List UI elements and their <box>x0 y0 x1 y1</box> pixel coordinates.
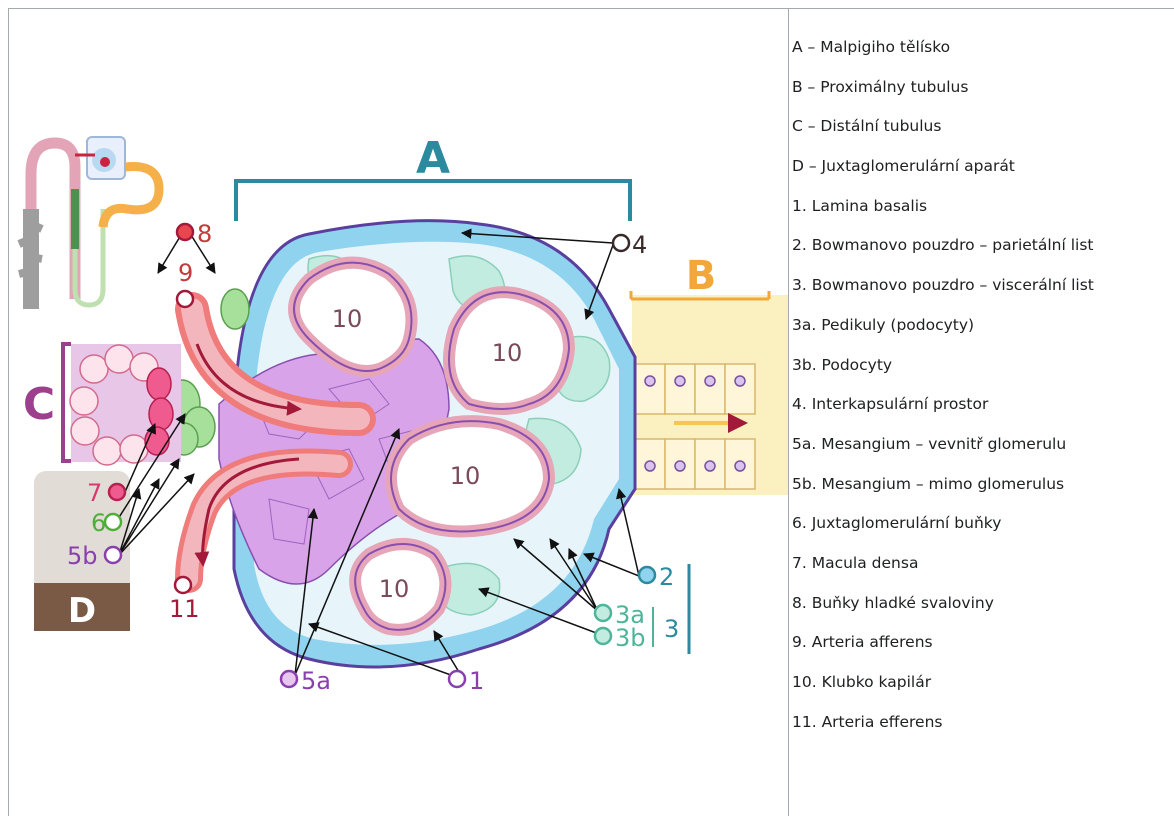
legend-item: 3a. Pedikuly (podocyty) <box>792 311 1094 351</box>
callout-7-label: 7 <box>87 479 102 507</box>
callout-11-dot <box>175 577 191 593</box>
callout-9-label: 9 <box>178 259 193 287</box>
legend-item: 11. Arteria efferens <box>792 708 1094 748</box>
capillary-label-3: 10 <box>450 462 481 490</box>
region-label-c: C <box>23 379 55 430</box>
callout-5b-label: 5b <box>67 542 98 570</box>
capillary-label-4: 10 <box>379 575 410 603</box>
callout-8-dot <box>177 224 193 240</box>
legend-item: 7. Macula densa <box>792 549 1094 589</box>
legend-item: 3b. Podocyty <box>792 351 1094 391</box>
legend-item: 1. Lamina basalis <box>792 192 1094 232</box>
region-label-b: B <box>686 253 717 299</box>
bracket-a: A <box>236 133 630 221</box>
callout-1-dot <box>449 671 465 687</box>
callout-3a-dot <box>595 605 611 621</box>
callout-3b-label: 3b <box>615 624 646 652</box>
callout-5b-dot <box>105 547 121 563</box>
legend-item: C – Distální tubulus <box>792 112 1094 152</box>
proximal-tubule: B <box>631 253 788 495</box>
renal-corpuscle-diagram: A B <box>9 9 788 816</box>
legend-item: 5a. Mesangium – vevnitř glomerulu <box>792 430 1094 470</box>
callout-4-dot <box>613 235 629 251</box>
callout-1-label: 1 <box>469 667 484 695</box>
callout-2-dot <box>639 567 655 583</box>
callout-3b-dot <box>595 628 611 644</box>
nephron-overview-icon <box>19 137 159 309</box>
region-label-d: D <box>68 591 96 631</box>
distal-tubule: C <box>23 344 181 465</box>
callout-9-dot <box>177 291 193 307</box>
diagram-cell: A B <box>9 9 788 816</box>
legend-item: 9. Arteria afferens <box>792 628 1094 668</box>
callout-7-dot <box>109 484 125 500</box>
callout-5a-dot <box>281 671 297 687</box>
legend-item: 10. Klubko kapilár <box>792 668 1094 708</box>
region-label-a: A <box>416 133 450 184</box>
callout-5a-label: 5a <box>301 667 331 695</box>
capillary-label-1: 10 <box>332 305 363 333</box>
callout-8-label: 8 <box>197 220 212 248</box>
legend-cell: A – Malpigiho tělísko B – Proximálny tub… <box>789 9 1174 816</box>
legend-item: 6. Juxtaglomerulární buňky <box>792 509 1094 549</box>
callout-6-dot <box>105 514 121 530</box>
legend-item: A – Malpigiho tělísko <box>792 33 1094 73</box>
legend-item: 3. Bowmanovo pouzdro – viscerální list <box>792 271 1094 311</box>
legend-item: 5b. Mesangium – mimo glomerulus <box>792 470 1094 510</box>
legend-item: D – Juxtaglomerulární aparát <box>792 152 1094 192</box>
callout-11-label: 11 <box>169 595 200 623</box>
legend-item: B – Proximálny tubulus <box>792 73 1094 113</box>
legend-item: 2. Bowmanovo pouzdro – parietální list <box>792 231 1094 271</box>
legend-list: A – Malpigiho tělísko B – Proximálny tub… <box>792 33 1094 747</box>
capillary-label-2: 10 <box>492 339 523 367</box>
callout-4-label: 4 <box>632 231 647 259</box>
legend-item: 4. Interkapsulární prostor <box>792 390 1094 430</box>
callout-2-label: 2 <box>659 563 674 591</box>
legend-item: 8. Buňky hladké svaloviny <box>792 589 1094 629</box>
callout-3-label: 3 <box>664 615 679 643</box>
